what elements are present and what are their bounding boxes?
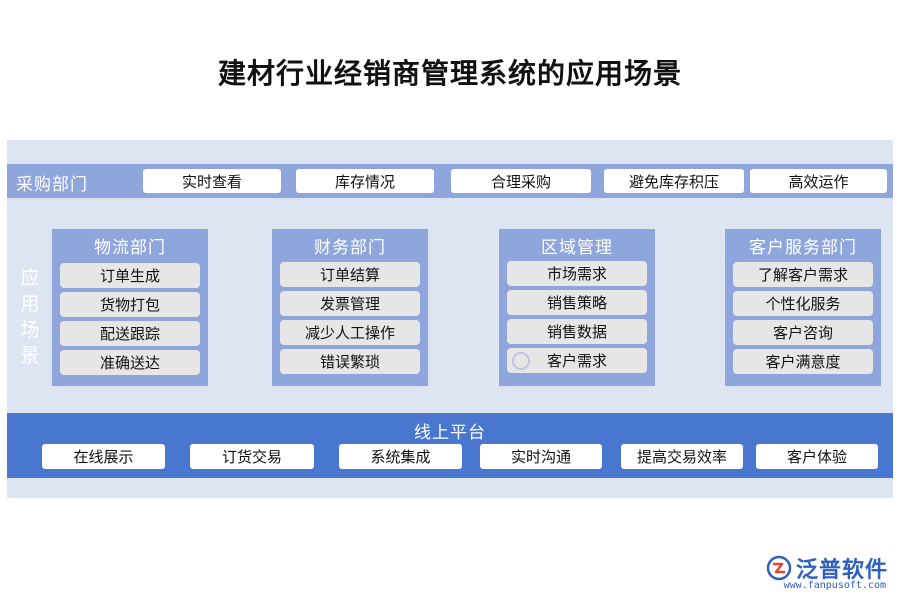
dept-item: 配送跟踪 [60, 321, 200, 346]
dept-region: 区域管理 市场需求 销售策略 销售数据 客户需求 [499, 229, 655, 386]
page-title: 建材行业经销商管理系统的应用场景 [217, 57, 682, 90]
dept-title: 区域管理 [541, 238, 613, 258]
scenes-label: 应用场景 [20, 267, 40, 367]
purchase-item: 合理采购 [451, 169, 591, 193]
dept-item: 客户满意度 [733, 349, 873, 374]
dept-item: 个性化服务 [733, 291, 873, 316]
dept-item: 客户咨询 [733, 320, 873, 345]
dept-item: 准确送达 [60, 350, 200, 375]
watermark-icon [512, 352, 530, 370]
dept-finance: 财务部门 订单结算 发票管理 减少人工操作 错误繁琐 [272, 229, 428, 386]
brand-logo-icon [766, 555, 792, 581]
brand-url: www.fanpusoft.com [783, 580, 886, 591]
dept-item: 市场需求 [507, 261, 647, 286]
dept-logistics: 物流部门 订单生成 货物打包 配送跟踪 准确送达 [52, 229, 208, 386]
dept-item: 销售策略 [507, 290, 647, 315]
dept-title: 财务部门 [314, 238, 386, 258]
platform-item: 订货交易 [190, 444, 314, 469]
dept-item: 订单结算 [280, 262, 420, 287]
dept-title: 客户服务部门 [749, 238, 857, 258]
dept-item: 错误繁琐 [280, 349, 420, 374]
platform-title: 线上平台 [414, 423, 486, 443]
purchase-item: 避免库存积压 [604, 169, 744, 193]
dept-item: 货物打包 [60, 292, 200, 317]
platform-item: 提高交易效率 [621, 444, 743, 469]
brand-name: 泛普软件 [795, 558, 888, 583]
platform-item: 在线展示 [42, 444, 165, 469]
brand: 泛普软件 [766, 552, 888, 584]
dept-item: 订单生成 [60, 263, 200, 288]
dept-title: 物流部门 [94, 238, 166, 258]
dept-item: 了解客户需求 [733, 262, 873, 287]
dept-item: 客户需求 [507, 348, 647, 373]
platform-item: 客户体验 [756, 444, 878, 469]
purchase-item: 实时查看 [143, 169, 281, 193]
purchase-item: 高效运作 [750, 169, 887, 193]
dept-item: 发票管理 [280, 291, 420, 316]
platform-item: 实时沟通 [480, 444, 602, 469]
purchase-label: 采购部门 [16, 175, 88, 195]
dept-item: 销售数据 [507, 319, 647, 344]
platform-item: 系统集成 [339, 444, 462, 469]
dept-item: 减少人工操作 [280, 320, 420, 345]
dept-customer-service: 客户服务部门 了解客户需求 个性化服务 客户咨询 客户满意度 [725, 229, 881, 386]
purchase-item: 库存情况 [296, 169, 434, 193]
